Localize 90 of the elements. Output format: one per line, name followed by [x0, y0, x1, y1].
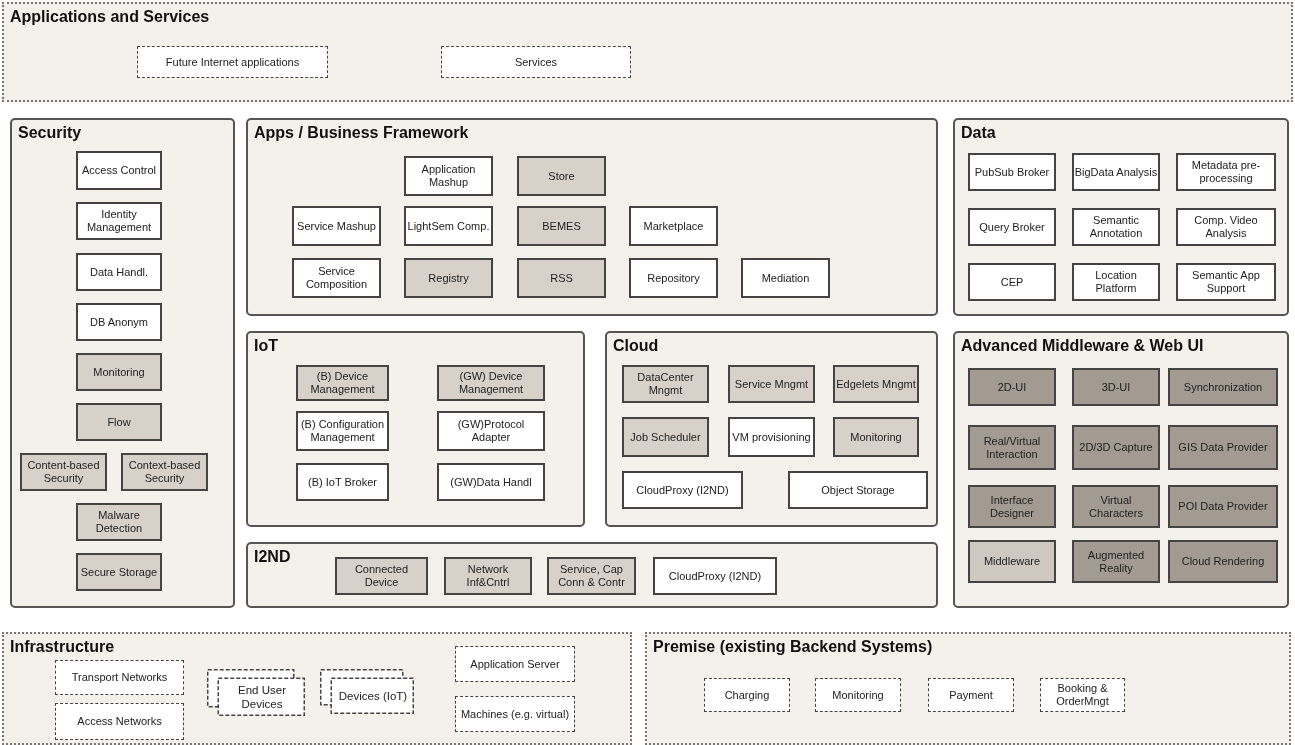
component-box: Application Mashup [404, 156, 493, 196]
component-box: Semantic Annotation [1072, 208, 1160, 246]
component-box: Interface Designer [968, 485, 1056, 528]
component-box: Repository [629, 258, 718, 298]
component-box: BEMES [517, 206, 606, 246]
component-box: Service Mngmt [728, 365, 815, 403]
component-box: Augmented Reality [1072, 540, 1160, 583]
component-box: CloudProxy (I2ND) [622, 471, 743, 509]
component-box: Service Mashup [292, 206, 381, 246]
group-panel [2, 2, 1293, 102]
component-box: VM provisioning [728, 417, 815, 457]
group-title: Cloud [613, 337, 659, 355]
component-box: 3D-UI [1072, 368, 1160, 406]
component-box: Registry [404, 258, 493, 298]
component-box: LightSem Comp. [404, 206, 493, 246]
component-box: Access Control [76, 151, 162, 190]
component-box: Job Scheduler [622, 417, 709, 457]
component-box: (B) IoT Broker [296, 463, 389, 501]
component-box: RSS [517, 258, 606, 298]
group-title: I2ND [254, 548, 291, 566]
component-box: Monitoring [76, 353, 162, 391]
component-box: POI Data Provider [1168, 485, 1278, 528]
component-box: Middleware [968, 540, 1056, 583]
group-panel [953, 118, 1289, 316]
component-box: Monitoring [815, 678, 901, 712]
component-box: Metadata pre-processing [1176, 153, 1276, 191]
component-box: Identity Management [76, 202, 162, 240]
component-box: Transport Networks [55, 660, 184, 695]
group-title: Data [961, 124, 996, 142]
component-box: Edgelets Mngmt [833, 365, 919, 403]
component-box: Connected Device [335, 557, 428, 595]
component-box: Service Composition [292, 258, 381, 298]
group-panel [246, 542, 938, 608]
component-box: Malware Detection [76, 503, 162, 541]
component-box: Marketplace [629, 206, 718, 246]
component-box: 2D/3D Capture [1072, 425, 1160, 470]
component-box: Network Inf&Cntrl [444, 557, 532, 595]
group-title: Applications and Services [10, 8, 210, 26]
group-panel [246, 331, 585, 527]
component-box: Cloud Rendering [1168, 540, 1278, 583]
component-box: Data Handl. [76, 253, 162, 291]
group-title: Premise (existing Backend Systems) [653, 638, 933, 656]
group-title: Advanced Middleware & Web UI [961, 337, 1204, 355]
component-box: Store [517, 156, 606, 196]
component-box: Object Storage [788, 471, 928, 509]
component-box: DB Anonym [76, 303, 162, 341]
component-box: Virtual Characters [1072, 485, 1160, 528]
component-box: Synchronization [1168, 368, 1278, 406]
group-panel [605, 331, 938, 527]
component-box: Service, Cap Conn & Contr [547, 557, 636, 595]
component-box: BigData Analysis [1072, 153, 1160, 191]
component-box: Payment [928, 678, 1014, 712]
component-box: (B) Configuration Management [296, 411, 389, 451]
component-box: Application Server [455, 646, 575, 682]
component-box: (B) Device Management [296, 365, 389, 401]
component-box: (GW)Protocol Adapter [437, 411, 545, 451]
group-panel [953, 331, 1289, 608]
component-box: Access Networks [55, 703, 184, 740]
group-panel [645, 632, 1291, 745]
component-box: Location Platform [1072, 263, 1160, 301]
component-box: Real/Virtual Interaction [968, 425, 1056, 470]
component-box: GIS Data Provider [1168, 425, 1278, 470]
component-box: Charging [704, 678, 790, 712]
group-panel [10, 118, 235, 608]
component-box: Semantic App Support [1176, 263, 1276, 301]
group-panel [2, 632, 632, 745]
group-title: IoT [254, 337, 278, 355]
component-box: Content-based Security [20, 453, 107, 491]
component-box: Context-based Security [121, 453, 208, 491]
component-box: Mediation [741, 258, 830, 298]
component-box: Future Internet applications [137, 46, 328, 78]
group-title: Security [18, 124, 82, 142]
component-box: 2D-UI [968, 368, 1056, 406]
component-box: Flow [76, 403, 162, 441]
component-box: DataCenter Mngmt [622, 365, 709, 403]
component-box: Comp. Video Analysis [1176, 208, 1276, 246]
component-box: PubSub Broker [968, 153, 1056, 191]
component-box: Monitoring [833, 417, 919, 457]
component-box: CloudProxy (I2ND) [653, 557, 777, 595]
component-box: Query Broker [968, 208, 1056, 246]
component-box: (GW)Data Handl [437, 463, 545, 501]
component-box: Machines (e.g. virtual) [455, 696, 575, 732]
component-box: CEP [968, 263, 1056, 301]
component-box: Booking & OrderMngt [1040, 678, 1125, 712]
component-box: Services [441, 46, 631, 78]
component-box: (GW) Device Management [437, 365, 545, 401]
group-panel [246, 118, 938, 316]
component-box: Secure Storage [76, 553, 162, 591]
group-title: Infrastructure [10, 638, 115, 656]
group-title: Apps / Business Framework [254, 124, 469, 142]
